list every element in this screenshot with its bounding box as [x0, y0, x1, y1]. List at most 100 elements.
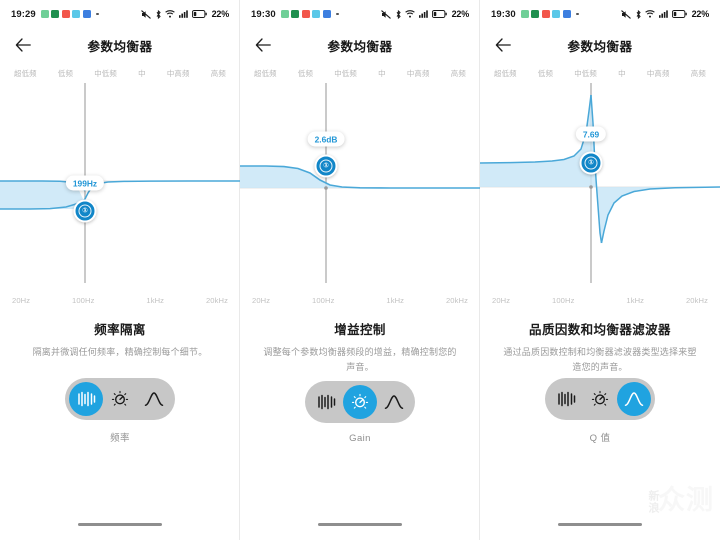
axis-tick: 100Hz [72, 296, 95, 305]
panel-divider [479, 0, 480, 540]
band-handle[interactable]: ① [579, 151, 603, 175]
mode-label: Gain [349, 433, 371, 444]
band-label: 中高频 [166, 69, 190, 78]
eq-graph[interactable]: 199Hz ① [0, 83, 240, 298]
eq-peak-right [600, 186, 720, 244]
back-button[interactable] [252, 34, 274, 56]
value-tooltip: 199Hz [65, 175, 105, 191]
band-handle[interactable]: ① [314, 154, 338, 178]
description-title: 增益控制 [334, 323, 386, 337]
band-label: 高频 [210, 69, 226, 78]
frequency-axis: 20Hz 100Hz 1kHz 20kHz [480, 296, 720, 305]
band-label: 中 [138, 69, 146, 78]
app-icon [322, 10, 331, 18]
mode-selector-block: 频率 [0, 378, 240, 444]
eq-upper-curve [84, 180, 240, 200]
q-peak-icon [384, 395, 404, 409]
eq-curve-svg [240, 83, 480, 283]
band-label: 超低频 [14, 69, 37, 78]
mute-icon [381, 9, 391, 19]
app-icon [562, 10, 571, 18]
q-peak-icon [624, 392, 644, 406]
eq-curve-svg [480, 83, 720, 283]
band-label: 高频 [450, 69, 466, 78]
description-block: 频率隔离 隔离并微调任何频率，精确控制每个细节。 [0, 305, 240, 360]
title-bar: 参数均衡器 [0, 28, 240, 62]
mode-q-button[interactable] [137, 382, 171, 416]
band-label: 低频 [57, 69, 74, 78]
axis-tick: 100Hz [552, 296, 575, 305]
mode-gain-button[interactable] [583, 382, 617, 416]
frequency-wave-icon [317, 394, 335, 410]
arrow-left-icon [15, 38, 31, 52]
mode-q-button[interactable] [377, 385, 411, 419]
mode-selector-block: Q 值 [480, 378, 720, 444]
axis-tick: 20Hz [252, 296, 271, 305]
gain-knob-icon [591, 390, 609, 406]
status-app-icons [280, 10, 339, 18]
center-point-marker [324, 186, 328, 190]
eq-graph[interactable]: 2.6dB ① [240, 83, 480, 298]
signal-icon [418, 10, 428, 18]
description-body: 通过品质因数控制和均衡器滤波器类型选择来塑造您的声音。 [503, 347, 697, 372]
back-button[interactable] [492, 34, 514, 56]
band-label-row: 超低频 低频 中低频 中 中高频 高频 [0, 62, 240, 79]
home-indicator[interactable] [558, 523, 642, 526]
mode-frequency-button[interactable] [309, 385, 343, 419]
signal-icon [178, 10, 188, 18]
watermark-big: 众测 [658, 485, 714, 516]
app-icon [291, 10, 300, 18]
eq-graph[interactable]: 7.69 ① [480, 83, 720, 298]
status-system-icons: 22% [381, 9, 469, 19]
band-label-row: 超低频 低频 中低频 中 中高频 高频 [240, 62, 480, 79]
status-bar: 19:29 22% [0, 0, 240, 28]
status-time: 19:30 [251, 8, 276, 20]
mute-icon [621, 9, 631, 19]
battery-percentage: 22% [451, 9, 470, 19]
app-icon [61, 10, 70, 18]
eq-curve-svg [0, 83, 240, 283]
mode-frequency-button[interactable] [549, 382, 583, 416]
app-icon [552, 10, 561, 18]
overflow-dot-icon [576, 12, 579, 16]
band-label-row: 超低频 低频 中低频 中 中高频 高频 [480, 62, 720, 79]
mode-frequency-button[interactable] [69, 382, 103, 416]
q-peak-icon [144, 392, 164, 406]
mode-selector-block: Gain [240, 381, 480, 444]
band-label: 中高频 [646, 69, 670, 78]
wifi-icon [645, 10, 655, 18]
back-button[interactable] [12, 34, 34, 56]
app-icon [541, 10, 550, 18]
app-icon [531, 10, 540, 18]
axis-tick: 1kHz [626, 296, 645, 305]
mode-segmented-control[interactable] [545, 378, 655, 420]
band-label: 中低频 [94, 69, 117, 78]
mode-segmented-control[interactable] [65, 378, 175, 420]
mode-segmented-control[interactable] [305, 381, 415, 423]
band-handle-badge: ① [584, 156, 598, 170]
home-indicator[interactable] [78, 523, 162, 526]
status-time: 19:30 [491, 8, 516, 20]
band-handle[interactable]: ① [73, 199, 97, 223]
app-icon [51, 10, 60, 18]
app-icon [301, 10, 310, 18]
band-label: 中 [378, 69, 386, 78]
band-label: 中低频 [334, 69, 357, 78]
mode-gain-button[interactable] [103, 382, 137, 416]
signal-icon [658, 10, 668, 18]
band-label: 中 [618, 69, 626, 78]
arrow-left-icon [255, 38, 271, 52]
mode-q-button[interactable] [617, 382, 651, 416]
home-indicator[interactable] [318, 523, 402, 526]
bluetooth-icon [156, 9, 161, 19]
mode-gain-button[interactable] [343, 385, 377, 419]
description-block: 增益控制 调整每个参数均衡器频段的增益，精确控制您的声音。 [240, 305, 480, 375]
frequency-axis: 20Hz 100Hz 1kHz 20kHz [240, 296, 480, 305]
watermark: 新浪 众测 [646, 485, 714, 516]
app-icon [40, 10, 49, 18]
status-app-icons [40, 10, 99, 18]
arrow-left-icon [495, 38, 511, 52]
status-bar: 19:30 22% [480, 0, 720, 28]
band-label: 低频 [297, 69, 314, 78]
axis-tick: 20kHz [445, 296, 468, 305]
